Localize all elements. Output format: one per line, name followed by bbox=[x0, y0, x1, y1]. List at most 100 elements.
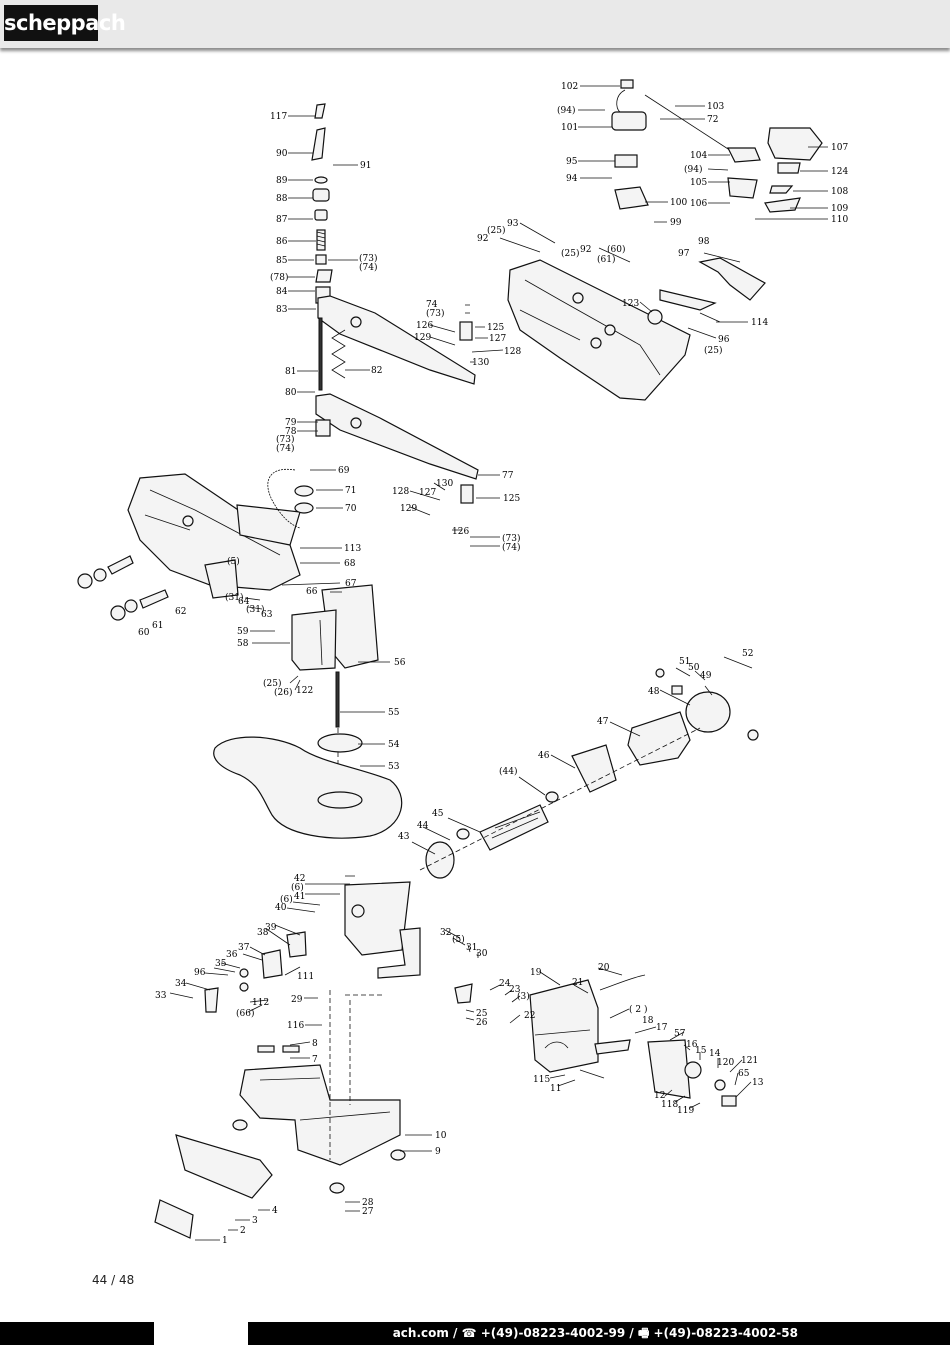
part-label: 128 bbox=[504, 347, 521, 357]
part-label: 99 bbox=[670, 218, 682, 228]
part-label: 130 bbox=[436, 479, 453, 489]
part-label: 95 bbox=[566, 157, 578, 167]
part-label: 48 bbox=[648, 687, 660, 697]
part-label: 22 bbox=[524, 1011, 535, 1021]
part-label: 116 bbox=[287, 1021, 304, 1031]
part-label: 80 bbox=[285, 388, 297, 398]
part-label: 97 bbox=[678, 249, 690, 259]
part-label: 30 bbox=[476, 949, 488, 959]
part-label: 54 bbox=[388, 740, 400, 750]
part-label: 56 bbox=[394, 658, 406, 668]
part-label: 53 bbox=[388, 762, 400, 772]
motor-housing bbox=[627, 711, 691, 766]
part-label: 117 bbox=[270, 112, 287, 122]
part-label: 25 bbox=[476, 1009, 488, 1019]
part-label: 66 bbox=[306, 587, 318, 597]
part-label: 72 bbox=[707, 115, 718, 125]
part-label: 88 bbox=[276, 194, 288, 204]
part-label: 62 bbox=[175, 607, 186, 617]
part-label: 74 bbox=[426, 300, 438, 310]
part-label: 35 bbox=[215, 959, 227, 969]
part-label: 47 bbox=[597, 717, 609, 727]
footer-gap bbox=[154, 1322, 248, 1345]
footer-contact: ach.com / ☎ +(49)-08223-4002-99 / 🖷 +(49… bbox=[392, 1326, 798, 1340]
part-label: 60 bbox=[138, 628, 150, 638]
part-label: 64 bbox=[238, 597, 250, 607]
part-label: 118 bbox=[661, 1100, 678, 1110]
part-label: 127 bbox=[419, 488, 436, 498]
part-label: (94) bbox=[557, 105, 575, 116]
part-label: 103 bbox=[707, 102, 724, 112]
part-label: 65 bbox=[738, 1069, 750, 1079]
part-label: 36 bbox=[226, 950, 238, 960]
part-label: 31 bbox=[466, 943, 477, 953]
part-label: 21 bbox=[572, 978, 583, 988]
lower-arm bbox=[315, 393, 479, 480]
part-label: 70 bbox=[345, 504, 357, 514]
upper-blade-holder-group bbox=[311, 103, 333, 304]
part-label: 63 bbox=[261, 610, 273, 620]
part-label: (66) bbox=[236, 1008, 254, 1019]
part-label: 81 bbox=[285, 367, 296, 377]
part-label: 17 bbox=[656, 1023, 668, 1033]
part-label: 85 bbox=[276, 256, 288, 266]
part-label: 29 bbox=[291, 995, 303, 1005]
part-label: 92 bbox=[580, 245, 591, 255]
part-label: 100 bbox=[670, 198, 687, 208]
part-label: 108 bbox=[831, 187, 848, 197]
part-label: 125 bbox=[487, 323, 504, 333]
part-label: 126 bbox=[452, 527, 469, 537]
part-label: 14 bbox=[709, 1049, 721, 1059]
part-label: 101 bbox=[561, 123, 578, 133]
saw-base bbox=[239, 1064, 401, 1166]
part-label: 69 bbox=[338, 466, 350, 476]
part-label: 42 bbox=[294, 874, 305, 884]
part-label: 107 bbox=[831, 143, 848, 153]
part-label: 43 bbox=[398, 832, 410, 842]
part-label: (73) bbox=[359, 253, 377, 264]
part-label: 129 bbox=[400, 504, 417, 514]
part-label: 11 bbox=[550, 1084, 561, 1094]
rod bbox=[318, 317, 323, 391]
part-label: 124 bbox=[831, 167, 848, 177]
part-label: 34 bbox=[175, 979, 187, 989]
part-label: 41 bbox=[294, 892, 305, 902]
part-label: 112 bbox=[252, 998, 269, 1008]
part-label: ( 2 ) bbox=[629, 1004, 647, 1015]
part-label: 19 bbox=[530, 968, 542, 978]
part-label: 50 bbox=[688, 663, 700, 673]
part-label: (25) bbox=[561, 248, 579, 259]
part-label: 115 bbox=[533, 1075, 550, 1085]
part-label: 104 bbox=[690, 151, 707, 161]
part-label: 20 bbox=[598, 963, 610, 973]
header-bar: scheppach bbox=[0, 0, 950, 48]
part-label: 83 bbox=[276, 305, 288, 315]
part-label: 122 bbox=[296, 686, 313, 696]
part-label: 113 bbox=[344, 544, 361, 554]
part-label: 105 bbox=[690, 178, 707, 188]
part-label: 92 bbox=[477, 234, 488, 244]
part-label: 119 bbox=[677, 1106, 694, 1116]
part-label: 16 bbox=[686, 1040, 698, 1050]
part-label: (5) bbox=[452, 934, 465, 945]
part-label: (74) bbox=[359, 262, 377, 273]
part-label: 61 bbox=[152, 621, 163, 631]
part-label: 37 bbox=[238, 943, 250, 953]
part-label: 44 bbox=[417, 821, 429, 831]
part-label: 52 bbox=[742, 649, 753, 659]
part-label: (44) bbox=[499, 766, 517, 777]
upper-housing bbox=[507, 259, 691, 401]
brand-logo: scheppach bbox=[4, 5, 126, 41]
part-label: 93 bbox=[507, 219, 519, 229]
part-label: 55 bbox=[388, 708, 400, 718]
saw-table bbox=[213, 736, 403, 839]
part-label: 129 bbox=[414, 333, 431, 343]
part-label: 110 bbox=[831, 215, 848, 225]
part-label: 109 bbox=[831, 204, 848, 214]
part-label: (73) bbox=[502, 533, 520, 544]
part-label: 130 bbox=[472, 358, 489, 368]
part-label: 24 bbox=[499, 979, 511, 989]
part-label: 58 bbox=[237, 639, 249, 649]
part-label: (31) bbox=[246, 604, 264, 615]
part-label: 82 bbox=[371, 366, 382, 376]
